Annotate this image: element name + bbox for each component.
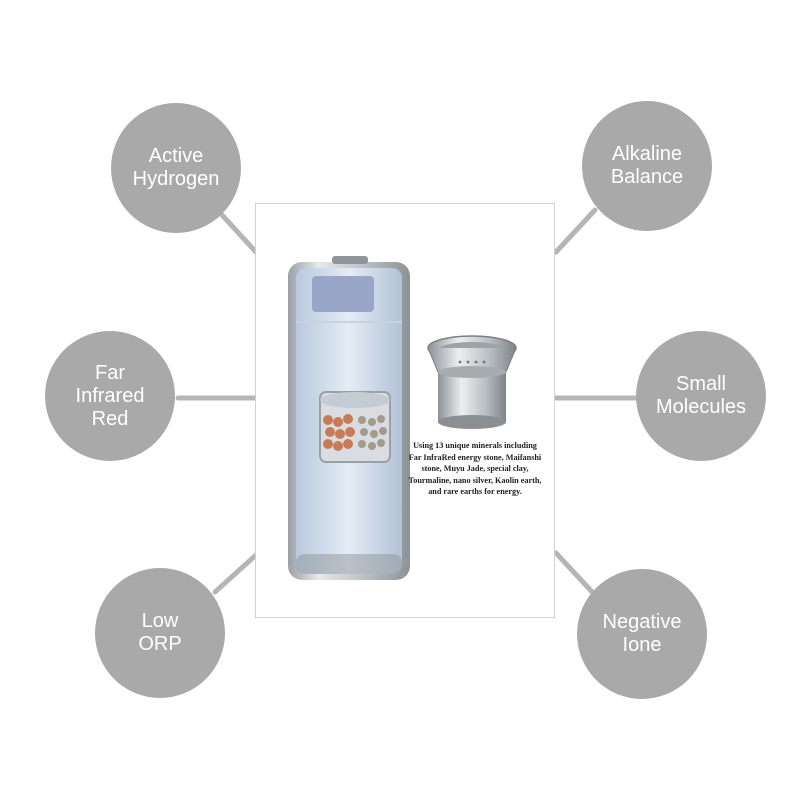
bubble-small-molecules: Small Molecules <box>636 331 766 461</box>
bubble-label: Alkaline <box>611 143 683 165</box>
bubble-label: Infrared <box>75 384 145 407</box>
bubble-label: Active <box>148 145 204 167</box>
bubble-label: Negative <box>602 611 682 633</box>
connector-low-orp <box>212 552 259 595</box>
bubble-label: Balance <box>610 166 684 188</box>
bubble-low-orp: Low ORP <box>95 568 225 698</box>
bubble-label: Far <box>95 361 125 384</box>
bubble-label: Red <box>91 407 129 430</box>
bubble-label: Molecules <box>655 396 747 418</box>
bubble-label: Hydrogen <box>132 168 220 190</box>
connector-active-hydrogen <box>219 212 259 255</box>
product-panel: Using 13 unique minerals including Far I… <box>255 203 555 618</box>
bubble-far-infrared-red: Far Infrared Red <box>45 331 175 461</box>
connector-alkaline-balance <box>553 207 598 255</box>
bubble-label: Ione <box>622 634 662 656</box>
bubble-negative-ione: Negative Ione <box>577 569 707 699</box>
bubble-alkaline-balance: Alkaline Balance <box>582 101 712 231</box>
bottle-cutaway-illustration <box>288 256 410 580</box>
bubble-label: Small <box>675 373 726 395</box>
connector-negative-ione <box>553 550 598 598</box>
bubble-label: ORP <box>138 633 182 655</box>
product-caption: Using 13 unique minerals including Far I… <box>408 441 542 496</box>
bubble-label: Low <box>141 610 179 632</box>
bubble-active-hydrogen: Active Hydrogen <box>111 103 241 233</box>
mineral-filter-cup-illustration <box>427 335 517 429</box>
